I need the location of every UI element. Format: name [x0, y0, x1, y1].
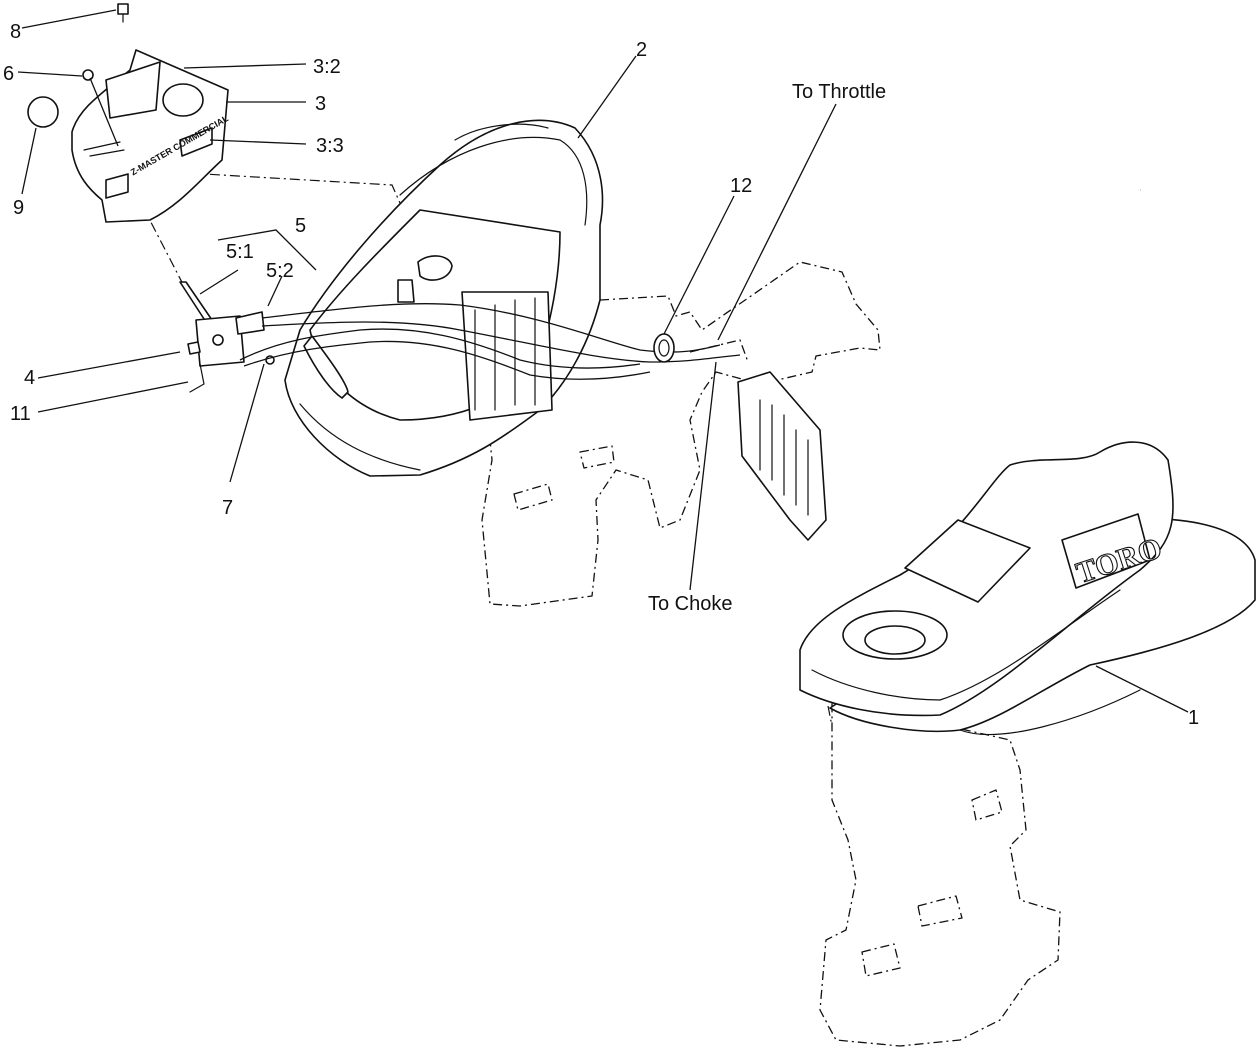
callout-6: 6 — [3, 63, 14, 85]
callout-3-3: 3:3 — [316, 135, 344, 157]
callout-3: 3 — [315, 93, 326, 115]
callout-11: 11 — [10, 403, 31, 425]
callout-5: 5 — [295, 215, 306, 237]
callout-1: 1 — [1188, 707, 1199, 729]
callout-5-1: 5:1 — [226, 241, 254, 263]
callout-9: 9 — [13, 197, 24, 219]
screw — [117, 3, 129, 23]
callout-3-2: 3:2 — [313, 56, 341, 78]
choke-knob — [27, 96, 59, 128]
cable-guide-bracket — [737, 371, 827, 541]
control-panel: Z-MASTER COMMERCIAL — [71, 49, 230, 223]
callout-labels: 8 6 9 3:2 3 3:3 2 5 5:1 5:2 4 11 7 12 1 … — [3, 21, 1199, 729]
console-cover-right: TORO — [799, 441, 1256, 736]
callout-4: 4 — [24, 367, 35, 389]
frame-plate — [819, 699, 1061, 1047]
plug — [82, 69, 94, 81]
note-to-choke: To Choke — [648, 593, 733, 615]
callout-7: 7 — [222, 497, 233, 519]
callout-5-2: 5:2 — [266, 260, 294, 282]
grommet — [653, 333, 675, 363]
callout-2: 2 — [636, 39, 647, 61]
callout-8: 8 — [10, 21, 21, 43]
control-assembly — [179, 281, 275, 393]
note-to-throttle: To Throttle — [792, 81, 886, 103]
leader-lines — [17, 9, 1189, 713]
callout-12: 12 — [730, 175, 752, 197]
fuel-tank — [284, 119, 604, 477]
